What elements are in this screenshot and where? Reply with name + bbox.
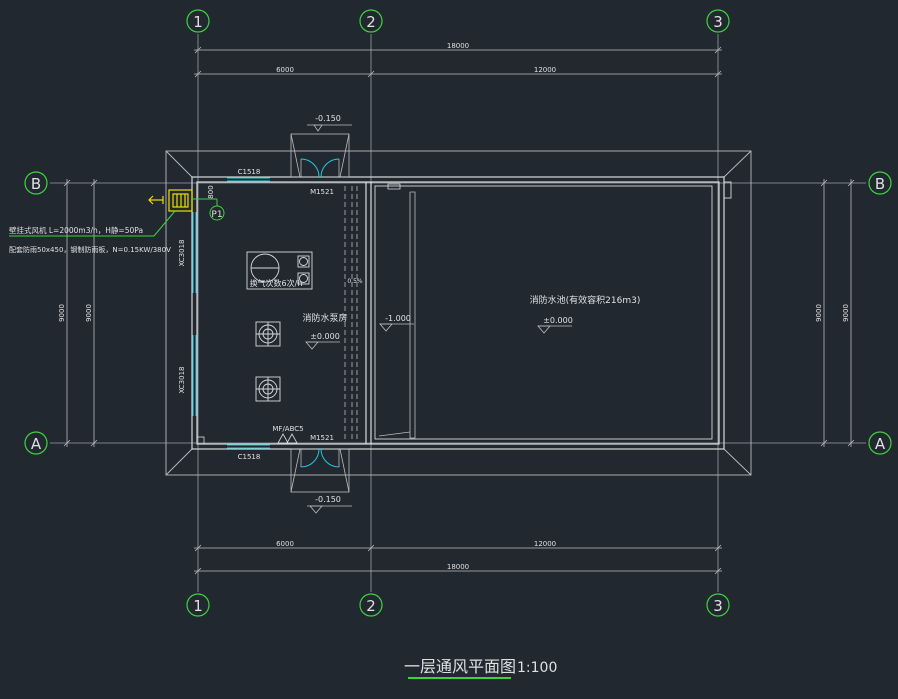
tank-room-label: 消防水池(有效容积216m3) <box>530 294 641 306</box>
pump-room-elev-text: ±0.000 <box>310 332 340 341</box>
fire-pump-upper <box>255 321 281 347</box>
dim-top-left: 6000 <box>276 66 294 74</box>
axis-label: B <box>875 175 885 193</box>
door-bottom-label: M1521 <box>310 434 334 442</box>
dim-bottom-left: 6000 <box>276 540 294 548</box>
axis-bubble-3-top: 3 <box>706 9 730 33</box>
axis-bubble-a-right: A <box>868 431 892 455</box>
drawing-title-block: 一层通风平面图 1:100 <box>404 657 557 679</box>
fire-pump-lower <box>255 376 281 402</box>
axis-label: 1 <box>193 597 203 615</box>
drainage-trench <box>344 186 358 440</box>
axis-label: A <box>875 435 886 453</box>
fan-spec-line1: 壁挂式风机 L=2000m3/h，H静=50Pa <box>9 225 143 235</box>
axis-bubble-1-bottom: 1 <box>186 593 210 617</box>
dim-right-inner: 9000 <box>815 304 823 322</box>
window-labels: C1518 C1518 XC3018 XC3018 <box>178 168 260 461</box>
elev-top-door-text: -0.150 <box>315 114 341 123</box>
axis-bubble-b-right: B <box>868 171 892 195</box>
window-left-upper-label: XC3018 <box>178 240 186 267</box>
extinguisher-label: MF/ABC5 <box>272 425 303 433</box>
tank-inner-wall <box>378 191 416 439</box>
tank-room-elev-text: ±0.000 <box>543 316 573 325</box>
building-walls <box>191 176 732 450</box>
dimension-lines <box>63 46 855 575</box>
axis-label: A <box>31 435 42 453</box>
door-top-label: M1521 <box>310 188 334 196</box>
dim-top-right: 12000 <box>534 66 556 74</box>
elevation-marker-top-door: -0.150 <box>307 114 352 132</box>
dim-fan-offset: 800 <box>207 185 215 198</box>
window-top <box>227 177 270 182</box>
trench-note: 0.5% <box>347 278 363 285</box>
fan-tag-bubble: P1 <box>209 205 225 221</box>
dim-left-inner: 9000 <box>85 304 93 322</box>
elevation-marker-bottom-door: -0.150 <box>307 495 352 514</box>
axis-grid-lines <box>50 34 866 592</box>
axis-label: B <box>31 175 41 193</box>
window-top-label: C1518 <box>238 168 261 176</box>
axis-label: 2 <box>366 597 376 615</box>
axis-bubble-2-bottom: 2 <box>359 593 383 617</box>
door-top-leaves <box>300 158 340 178</box>
axis-label: 3 <box>713 597 723 615</box>
dim-right-outer: 9000 <box>842 304 850 322</box>
roof-outline <box>165 150 752 476</box>
window-left-lower-label: XC3018 <box>178 367 186 394</box>
axis-bubble-2-top: 2 <box>359 9 383 33</box>
window-left-upper <box>192 212 197 293</box>
axis-bubble-b-left: B <box>24 171 48 195</box>
dim-bottom-right: 12000 <box>534 540 556 548</box>
door-bottom <box>290 448 350 493</box>
drawing-scale: 1:100 <box>517 660 557 676</box>
control-panel <box>246 251 313 290</box>
axis-label: 3 <box>713 13 723 31</box>
fan-spec-leader <box>9 210 176 237</box>
window-bottom-label: C1518 <box>238 453 261 461</box>
door-labels: M1521 M1521 <box>310 188 334 442</box>
elevation-marker-tank-room: ±0.000 <box>537 316 573 334</box>
tank-elev-text: -1.000 <box>385 314 411 323</box>
axis-bubble-3-bottom: 3 <box>706 593 730 617</box>
pump-room-label: 消防水泵房 <box>302 312 347 324</box>
axis-label: 1 <box>193 13 203 31</box>
ventilation-note: 换气次数6次/h <box>250 278 303 288</box>
axis-bubble-1-top: 1 <box>186 9 210 33</box>
axis-bubble-a-left: A <box>24 431 48 455</box>
dim-top-total: 18000 <box>447 42 469 50</box>
dim-left-outer: 9000 <box>58 304 66 322</box>
door-bottom-leaves <box>300 448 340 468</box>
door-top <box>290 133 350 178</box>
wall-fan-icon <box>148 189 193 212</box>
fire-extinguisher-icon <box>277 433 298 444</box>
elevation-marker-tank-floor: -1.000 <box>379 314 414 332</box>
axis-label: 2 <box>366 13 376 31</box>
fan-tag-text: P1 <box>211 210 222 220</box>
elev-bottom-door-text: -0.150 <box>315 495 341 504</box>
drawing-title: 一层通风平面图 <box>404 657 516 676</box>
elevation-marker-pump-room: ±0.000 <box>305 332 340 350</box>
window-bottom <box>227 444 270 449</box>
dimension-texts: 18000 6000 12000 6000 12000 18000 9000 9… <box>58 42 850 571</box>
window-left-lower <box>192 335 197 416</box>
dim-bottom-total: 18000 <box>447 563 469 571</box>
fan-tag-leader <box>192 198 218 206</box>
fan-spec-line2: 配套防雨50x450，钢制防雨板，N=0.15KW/380V <box>9 245 171 254</box>
